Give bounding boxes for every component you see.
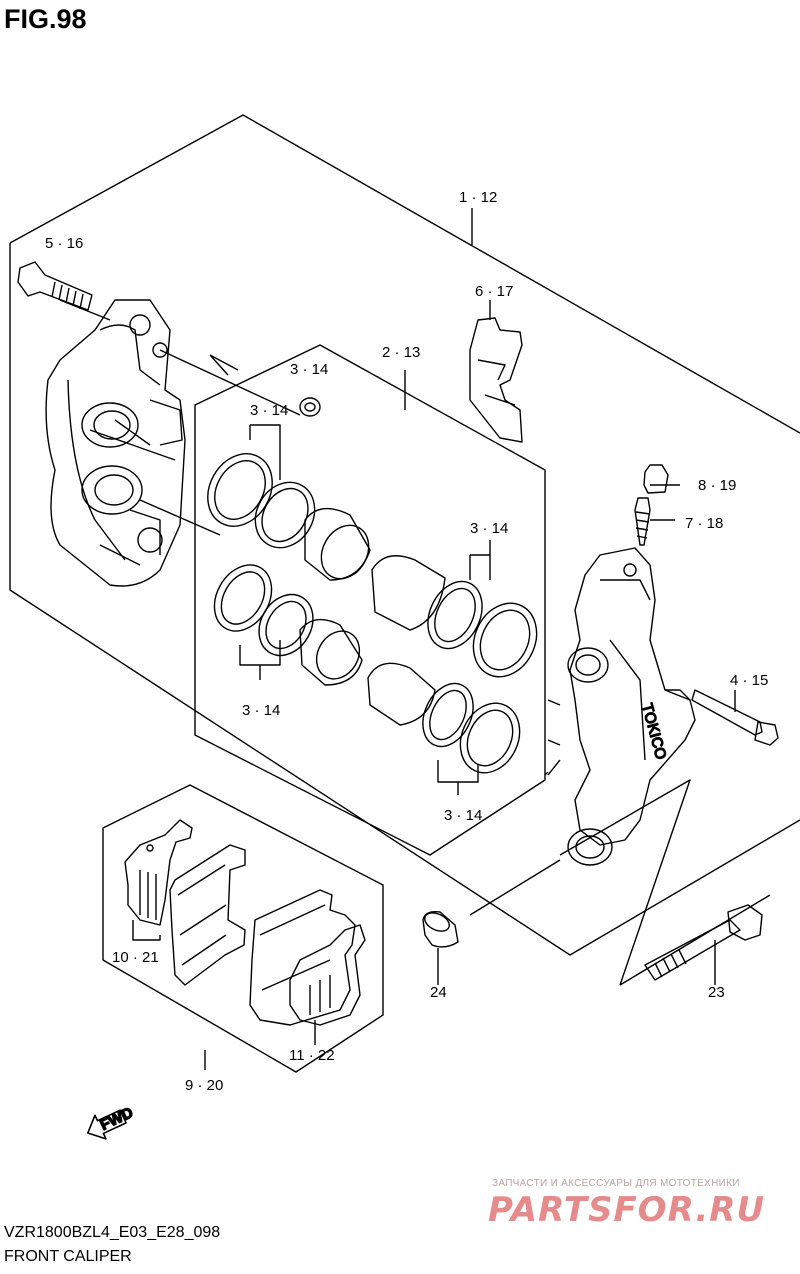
piston-lower-1 — [299, 618, 363, 686]
callout-labels: 1 · 12 2 · 13 3 · 14 3 · 14 3 · 14 3 · 1… — [45, 189, 768, 1094]
bleeder-cap-8-19 — [643, 464, 669, 494]
svg-text:FWD: FWD — [98, 1104, 136, 1134]
callout-3-14: 3 · 14 — [242, 702, 280, 719]
callout-1-12: 1 · 12 — [459, 189, 497, 206]
brake-pad-right — [249, 889, 356, 1026]
callout-4-15: 4 · 15 — [730, 672, 768, 689]
callout-9-20: 9 · 20 — [185, 1077, 223, 1094]
bolt-23 — [644, 904, 763, 981]
piston-lower-2 — [367, 662, 436, 726]
fwd-arrow-icon: FWD — [86, 1103, 137, 1140]
callout-8-19: 8 · 19 — [698, 477, 736, 494]
seal-pair-lower-left — [213, 564, 314, 657]
pad-set-frame — [102, 784, 384, 1073]
piston-upper-1 — [304, 507, 371, 581]
bleeder-valve-7-18 — [634, 497, 651, 546]
callout-23: 23 — [708, 984, 725, 1001]
figure-title: FIG.98 — [4, 4, 87, 34]
watermark-tagline: ЗАПЧАСТИ И АКСЕССУАРЫ ДЛЯ МОТОТЕХНИКИ — [492, 1178, 740, 1189]
piston-kit-frame — [194, 344, 546, 856]
callout-7-18: 7 · 18 — [685, 515, 723, 532]
caliper-half-left — [45, 299, 186, 587]
pad-spring-6-17 — [469, 317, 523, 443]
bushing-24 — [422, 910, 459, 948]
callout-10-21: 10 · 21 — [112, 949, 159, 966]
pin-4-15 — [691, 689, 779, 746]
pad-shim-11-22 — [289, 924, 366, 1026]
caliper-half-right: TOKICO — [567, 547, 696, 866]
callout-11-22: 11 · 22 — [289, 1047, 335, 1064]
seal-pair-upper-left — [207, 453, 316, 549]
callout-2-13: 2 · 13 — [382, 344, 420, 361]
callout-3-14: 3 · 14 — [444, 807, 482, 824]
figure-code: VZR1800BZL4_E03_E28_098 — [4, 1224, 221, 1241]
figure-name: FRONT CALIPER — [4, 1248, 132, 1265]
callout-3-14: 3 · 14 — [250, 402, 288, 419]
callout-3-14: 3 · 14 — [470, 520, 508, 537]
pad-shim-10-21 — [124, 819, 193, 926]
callout-6-17: 6 · 17 — [475, 283, 513, 300]
watermark-logo: PARTSFOR.RU — [488, 1190, 766, 1230]
brake-pad-left — [169, 844, 246, 986]
piston-upper-2 — [371, 555, 446, 631]
seal-small-upper — [299, 397, 321, 417]
seal-pair-upper-right — [427, 580, 538, 678]
assembly-frame — [9, 114, 800, 956]
callout-24: 24 — [430, 984, 447, 1001]
callout-5-16: 5 · 16 — [45, 235, 83, 252]
bolt-5-16 — [17, 261, 93, 311]
callout-3-14: 3 · 14 — [290, 361, 328, 378]
seal-pair-lower-right — [422, 682, 521, 774]
